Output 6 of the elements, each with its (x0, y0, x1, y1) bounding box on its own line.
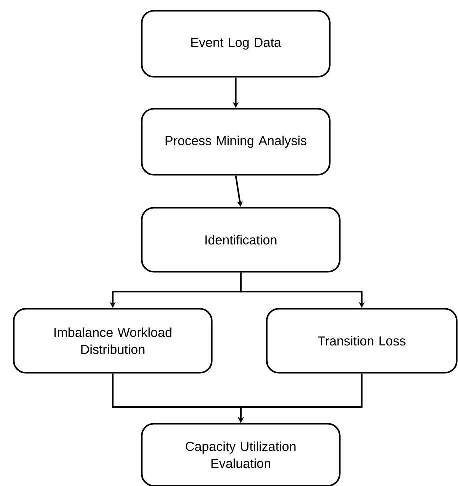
process-box: Identification (141, 207, 341, 273)
process-box: Capacity Utilization Evaluation (141, 423, 341, 486)
process-box: Imbalance Workload Distribution (13, 308, 213, 374)
process-box: Process Mining Analysis (141, 108, 331, 176)
process-box: Event Log Data (141, 10, 331, 78)
process-box: Transition Loss (266, 308, 458, 374)
